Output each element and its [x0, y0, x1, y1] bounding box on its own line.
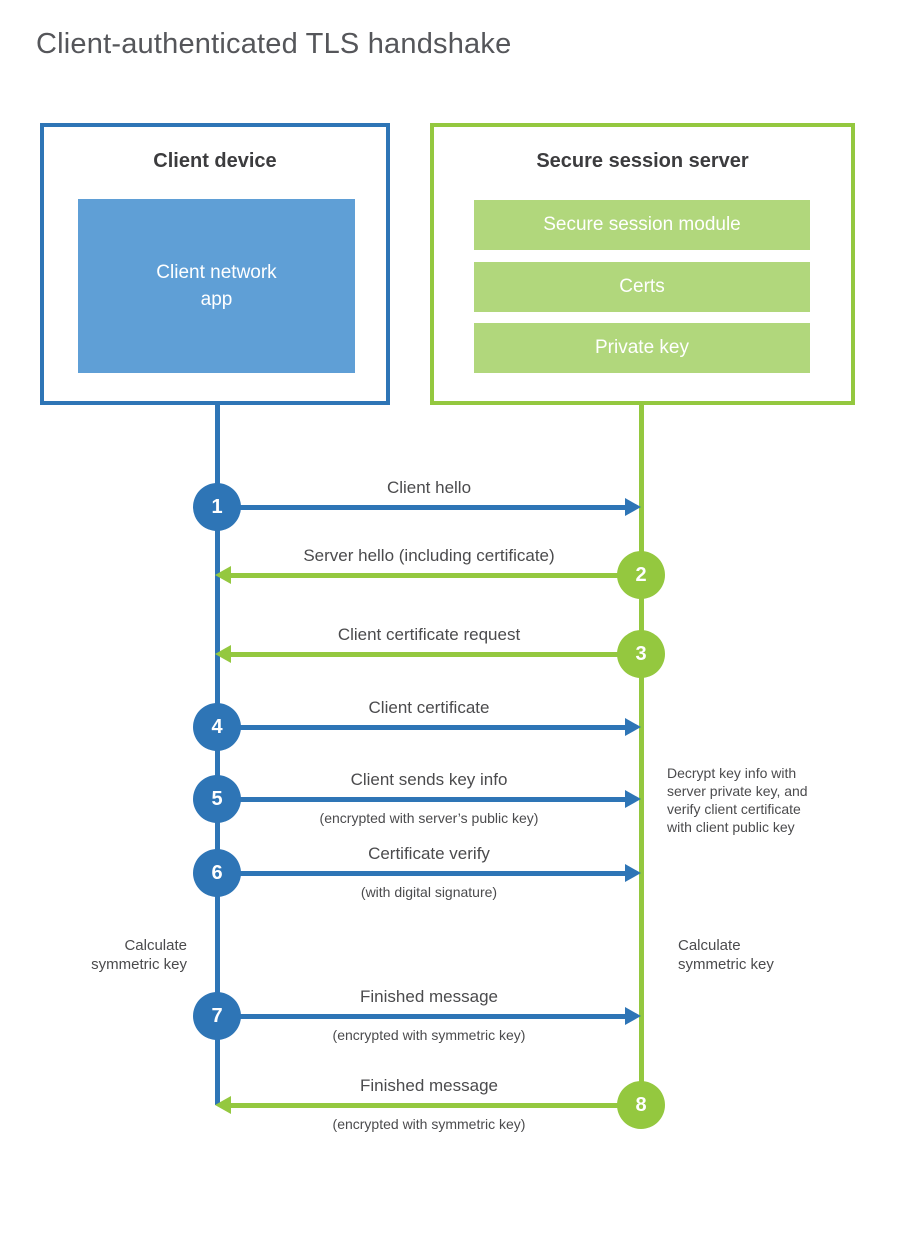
message-label: Client certificate	[368, 698, 490, 717]
calc-right-line2: symmetric key	[678, 956, 774, 973]
client-network-app-block: Client network app	[78, 199, 355, 373]
secure-session-server-title: Secure session server	[536, 150, 749, 172]
step-badge-1: 1	[193, 483, 241, 531]
step-badge-5: 5	[193, 775, 241, 823]
decrypt-note: Decrypt key info with server private key…	[667, 764, 847, 836]
arrow-line	[217, 797, 626, 802]
arrowhead-right-icon	[625, 790, 641, 808]
server-module-certs: Certs	[474, 262, 810, 312]
message-label: Client hello	[386, 478, 472, 497]
arrowhead-left-icon	[215, 566, 231, 584]
arrowhead-left-icon	[215, 645, 231, 663]
calculate-symmetric-key-note-right: Calculate symmetric key	[678, 936, 818, 974]
arrow-line	[217, 505, 626, 510]
arrow-line	[230, 652, 641, 657]
arrowhead-left-icon	[215, 1096, 231, 1114]
message-label: Server hello (including certificate)	[303, 546, 555, 565]
client-app-label-line2: app	[200, 289, 233, 310]
calculate-symmetric-key-note-left: Calculate symmetric key	[47, 936, 187, 974]
arrowhead-right-icon	[625, 1007, 641, 1025]
message-sublabel: (encrypted with server’s public key)	[319, 810, 539, 826]
arrow-line	[217, 1014, 626, 1019]
message-sublabel: (encrypted with symmetric key)	[332, 1116, 526, 1132]
decrypt-note-line3: verify client certificate	[667, 801, 801, 817]
arrowhead-right-icon	[625, 718, 641, 736]
decrypt-note-line4: with client public key	[667, 819, 795, 835]
step-badge-4: 4	[193, 703, 241, 751]
client-app-label-line1: Client network	[156, 262, 277, 283]
client-device-title: Client device	[153, 150, 277, 172]
message-sublabel: (with digital signature)	[360, 884, 498, 900]
arrow-line	[230, 1103, 641, 1108]
step-badge-3: 3	[617, 630, 665, 678]
arrowhead-right-icon	[625, 864, 641, 882]
arrow-line	[230, 573, 641, 578]
client-lifeline	[215, 403, 220, 1105]
decrypt-note-line2: server private key, and	[667, 783, 808, 799]
arrow-line	[217, 725, 626, 730]
message-label: Finished message	[360, 987, 498, 1006]
server-module-private-key: Private key	[474, 323, 810, 373]
message-label: Client certificate request	[337, 625, 521, 644]
server-module-secure-session: Secure session module	[474, 200, 810, 250]
arrowhead-right-icon	[625, 498, 641, 516]
message-label: Client sends key info	[350, 770, 508, 789]
server-lifeline	[639, 403, 644, 1105]
decrypt-note-line1: Decrypt key info with	[667, 765, 797, 781]
calc-left-line2: symmetric key	[91, 956, 187, 973]
step-badge-2: 2	[617, 551, 665, 599]
step-badge-8: 8	[617, 1081, 665, 1129]
step-badge-7: 7	[193, 992, 241, 1040]
message-label: Certificate verify	[368, 844, 490, 863]
calc-left-line1: Calculate	[124, 937, 187, 954]
arrow-line	[217, 871, 626, 876]
step-badge-6: 6	[193, 849, 241, 897]
calc-right-line1: Calculate	[678, 937, 741, 954]
page-title: Client-authenticated TLS handshake	[36, 28, 512, 60]
message-sublabel: (encrypted with symmetric key)	[332, 1027, 526, 1043]
message-label: Finished message	[360, 1076, 498, 1095]
